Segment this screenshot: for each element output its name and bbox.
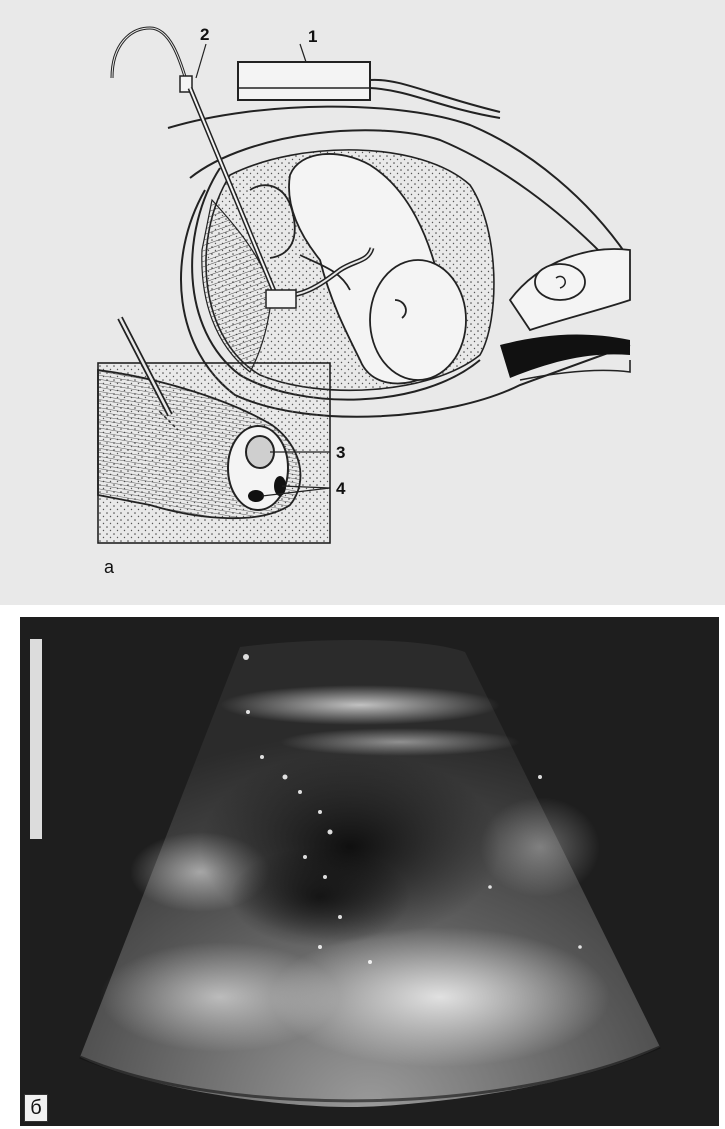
callout-1: 1: [308, 28, 317, 45]
fetal-procedure-diagram: [0, 0, 725, 605]
callout-2: 2: [200, 26, 209, 43]
cervix: [500, 249, 630, 380]
panel-b-caption: б: [24, 1094, 48, 1122]
callout-3: 3: [336, 444, 345, 461]
callout-4: 4: [336, 480, 345, 497]
depth-scale-bar: [30, 639, 42, 839]
ultrasound-scan-image: [20, 617, 719, 1126]
panel-a-caption: а: [104, 558, 114, 576]
panel-b-ultrasound: б: [20, 617, 719, 1126]
panel-a-illustration: 1 2 3 4 а: [0, 0, 725, 605]
